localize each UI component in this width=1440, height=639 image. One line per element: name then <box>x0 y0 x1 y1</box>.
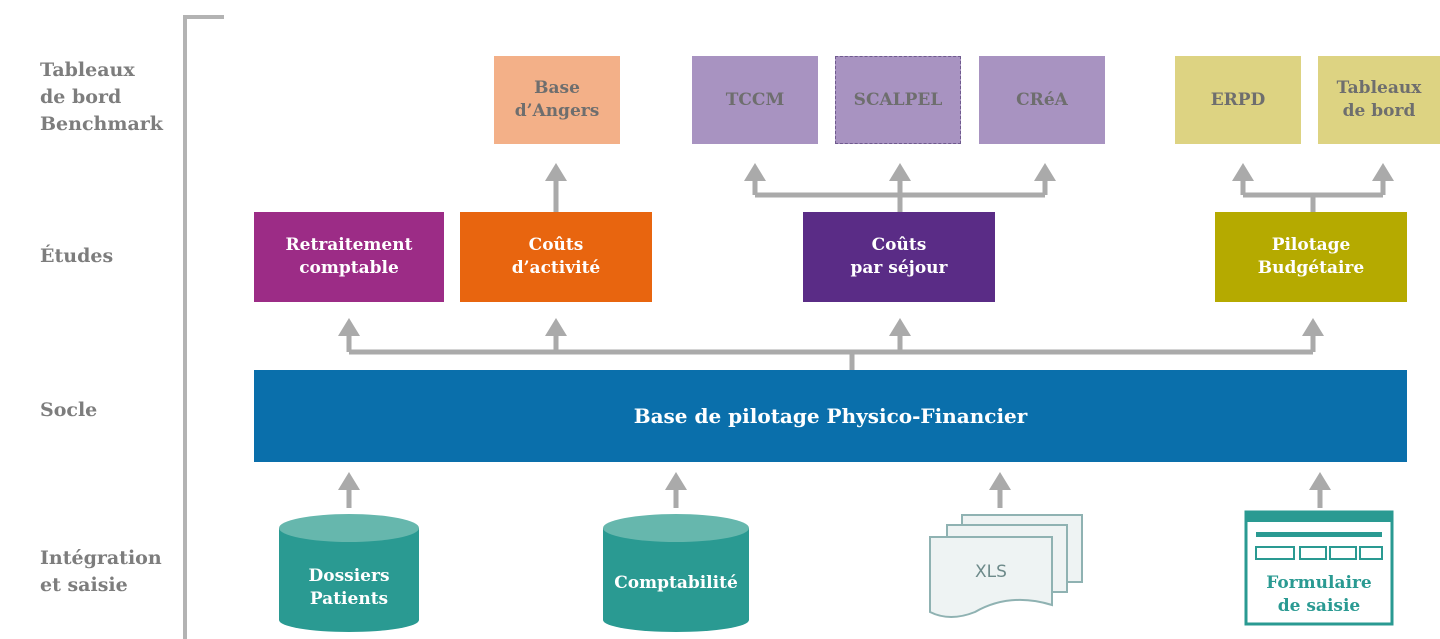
connector-pilotage-to-benchmark <box>1240 180 1386 212</box>
box-couts-sejour: Coûts par séjour <box>803 212 995 302</box>
box-tccm: TCCM <box>692 56 818 144</box>
arrow-to-pilotage <box>1302 318 1324 336</box>
arrow-from-comptabilite <box>665 472 687 490</box>
label-comptabilite: Comptabilité <box>614 573 738 593</box>
row-label-etudes: Études <box>40 245 114 267</box>
xls-document-stack-icon <box>929 514 1083 618</box>
box-erpd: ERPD <box>1175 56 1301 144</box>
arrow-to-erpd <box>1232 163 1254 181</box>
arrow-to-angers <box>545 163 567 181</box>
box-tableaux-de-bord: Tableaux de bord <box>1318 56 1440 144</box>
arrow-from-xls <box>989 472 1011 490</box>
arrow-to-scalpel <box>889 163 911 181</box>
arrow-to-tableaux <box>1372 163 1394 181</box>
arrow-to-tccm <box>744 163 766 181</box>
connector-sejour-to-benchmark <box>752 180 1048 212</box>
row-label-socle: Socle <box>40 399 98 421</box>
form-document-icon <box>1244 510 1394 626</box>
box-base-pilotage: Base de pilotage Physico-Financier <box>254 370 1407 462</box>
label-formulaire-saisie: Formulaire de saisie <box>1266 573 1372 616</box>
box-crea: CRéA <box>979 56 1105 144</box>
dossiers-database-icon <box>279 514 419 632</box>
arrow-to-crea <box>1034 163 1056 181</box>
arrow-to-couts-sejour <box>889 318 911 336</box>
box-base-angers: Base d’Angers <box>494 56 620 144</box>
connector-socle-to-etudes <box>346 336 1316 370</box>
box-couts-activite: Coûts d’activité <box>460 212 652 302</box>
arrow-to-retraitement <box>338 318 360 336</box>
row-label-tableaux: Tableaux de bord Benchmark <box>40 59 163 135</box>
box-scalpel: SCALPEL <box>835 56 961 144</box>
label-dossiers-patients: Dossiers Patients <box>308 566 390 609</box>
box-retraitement-comptable: Retraitement comptable <box>254 212 444 302</box>
label-xls: XLS <box>975 562 1007 582</box>
comptabilite-database-icon <box>603 514 749 632</box>
box-pilotage-budgetaire: Pilotage Budgétaire <box>1215 212 1407 302</box>
arrow-from-dossiers <box>338 472 360 490</box>
arrow-from-formulaire <box>1309 472 1331 490</box>
arrow-to-couts-activite <box>545 318 567 336</box>
row-label-integration: Intégration et saisie <box>40 547 162 596</box>
row-frame-line <box>183 15 224 639</box>
